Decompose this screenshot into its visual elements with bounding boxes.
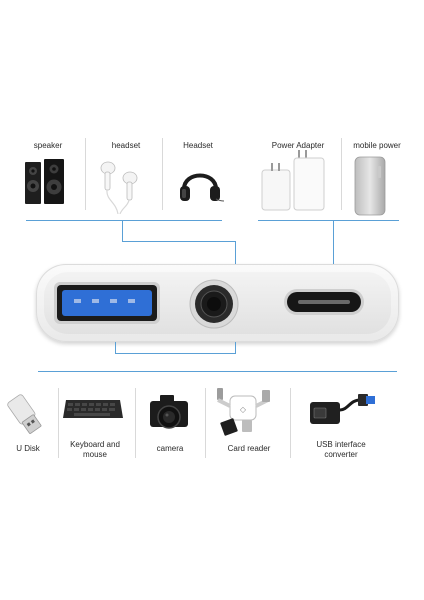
- connector-line: [122, 241, 236, 242]
- label-mobile-power: mobile power: [353, 141, 401, 150]
- connector-line: [122, 220, 123, 242]
- label-card-reader: Card reader: [227, 444, 271, 453]
- label-keyboard: Keyboard and mouse: [70, 440, 120, 459]
- connector-line: [38, 371, 397, 372]
- speaker-icon: [25, 159, 64, 204]
- connector-line: [115, 342, 116, 354]
- divider: [58, 388, 59, 458]
- label-usb-converter: USB interface converter: [316, 440, 366, 459]
- divider: [85, 138, 86, 210]
- divider: [205, 388, 206, 458]
- usb-ethernet-adapter-icon: [310, 394, 375, 424]
- connector-line: [258, 220, 399, 221]
- divider: [162, 138, 163, 210]
- usb-c-port: [284, 289, 364, 315]
- connector-line: [235, 241, 236, 265]
- keyboard-icon: [63, 400, 123, 418]
- camera-icon: [150, 395, 188, 429]
- headphones-icon: [180, 173, 224, 202]
- label-camera: camera: [156, 444, 184, 453]
- svg-text:◇: ◇: [240, 405, 247, 414]
- audio-jack-port: [189, 279, 239, 329]
- earphones-icon: [100, 161, 138, 214]
- label-u-disk: U Disk: [16, 444, 40, 453]
- divider: [135, 388, 136, 458]
- label-earphones: headset: [111, 141, 141, 150]
- connector-line: [26, 220, 222, 221]
- label-power-adapter: Power Adapter: [271, 141, 325, 150]
- divider: [341, 138, 342, 210]
- usb-a-port: [54, 282, 160, 324]
- connector-line: [333, 220, 334, 265]
- divider: [290, 388, 291, 458]
- usb-flash-drive-icon: [7, 394, 42, 434]
- label-headphones: Headset: [183, 141, 213, 150]
- label-speaker: speaker: [33, 141, 63, 150]
- power-adapter-icon: [261, 150, 325, 211]
- connector-line: [115, 353, 236, 354]
- power-bank-icon: [354, 156, 386, 216]
- connector-line: [235, 342, 236, 354]
- card-reader-icon: ◇: [217, 388, 270, 436]
